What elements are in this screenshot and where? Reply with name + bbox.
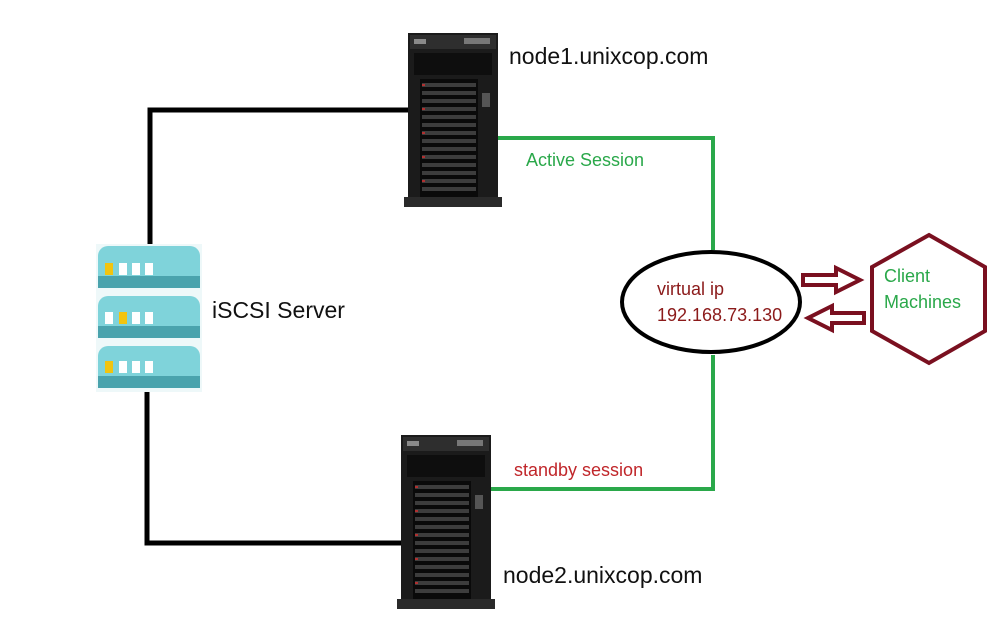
node2-server-icon <box>397 435 495 609</box>
iscsi-server-icon <box>96 244 202 392</box>
client-machines-hexagon <box>870 232 987 366</box>
virtual-ip-label: virtual ip <box>657 279 725 299</box>
client-machines-line2: Machines <box>884 292 962 312</box>
arrow-from-clients-icon <box>803 302 866 334</box>
node2-label: node2.unixcop.com <box>503 562 703 588</box>
virtual-ip-address: 192.168.73.130 <box>657 305 783 325</box>
virtual-ip-ellipse <box>620 250 802 354</box>
standby-session-label: standby session <box>514 460 644 480</box>
link-iscsi-node1 <box>147 107 410 245</box>
node1-server-icon <box>404 33 502 207</box>
client-machines-line1: Client <box>884 266 931 286</box>
node1-label: node1.unixcop.com <box>509 43 709 69</box>
link-iscsi-node2 <box>144 388 408 546</box>
active-session-link <box>497 136 715 250</box>
active-session-label: Active Session <box>526 150 645 170</box>
iscsi-server-label: iSCSI Server <box>212 297 345 323</box>
standby-session-link <box>488 355 715 491</box>
arrow-to-clients-icon <box>801 264 865 296</box>
